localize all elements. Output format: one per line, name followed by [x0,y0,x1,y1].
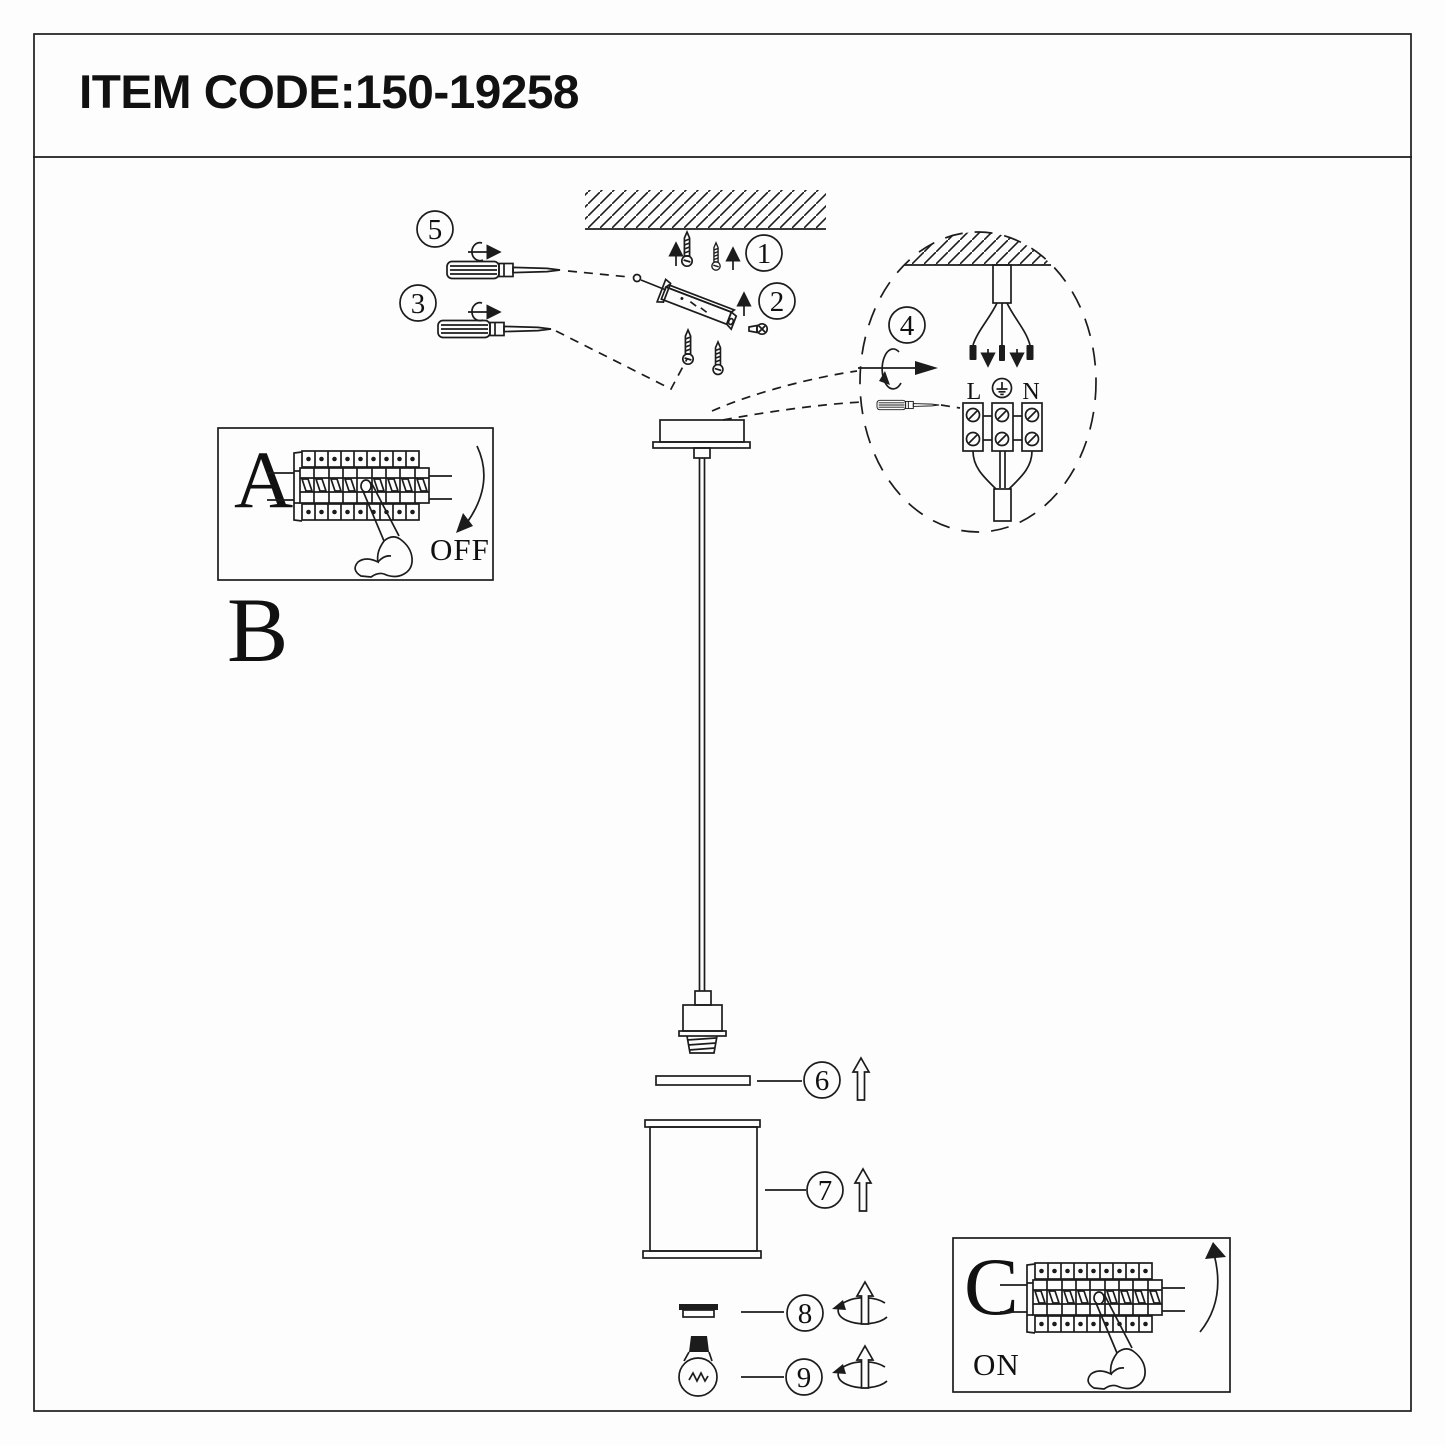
box-c-label: C [964,1241,1019,1332]
step-7-badge: 7 [806,1171,844,1209]
up-arrow-icon [852,1057,870,1101]
wiring-detail-bubble: L N [858,231,1097,533]
step-5-badge: 5 [416,210,454,248]
step-number: 6 [815,1065,830,1097]
terminal-label-live: L [967,379,982,405]
off-label: OFF [430,532,490,567]
step-8-badge: 8 [786,1294,824,1332]
on-label: ON [973,1347,1020,1382]
pendant-canopy [652,419,751,459]
terminal-label-neutral: N [1022,379,1039,405]
terminal-screws [965,407,1040,447]
step-3-badge: 3 [399,284,437,322]
step-number: 4 [900,310,915,342]
small-screwdriver [876,399,961,411]
detail-pointer-curves [711,370,863,421]
step-2-badge: 2 [758,282,796,320]
rotate-up-icon [832,1282,887,1324]
breaker-on-box: C ON [952,1237,1231,1393]
screwdriver-5 [446,243,561,280]
screwdriver-3 [437,303,552,339]
step-1-badge: 1 [745,234,783,272]
page-border [33,33,1412,1412]
step-number: 7 [818,1175,833,1207]
twist-arrow-icon [468,243,500,261]
step-6-badge: 6 [803,1061,841,1099]
terminal-block [962,402,1043,452]
wire-end [999,345,1005,361]
breaker-panel [266,450,453,578]
step-number: 9 [797,1362,812,1394]
breaker-off-box: A OFF [217,427,494,581]
wire-end [969,345,977,360]
shade-ring-part: 6 [655,1057,870,1101]
wire-end [1026,345,1034,360]
side-screw [748,322,769,336]
step-number: 5 [428,214,443,246]
step-9-badge: 9 [785,1358,823,1396]
mounting-bracket [655,277,738,331]
section-b-label: B [227,579,288,681]
box-a-label: A [234,434,293,525]
header: ITEM CODE:150-19258 [33,65,1412,158]
up-arrow-icon [854,1168,872,1212]
step-4-badge: 4 [888,306,926,344]
step-number: 8 [798,1298,813,1330]
leader-lines [555,270,688,391]
earth-icon [991,377,1013,399]
pendant-cord [698,458,706,991]
breaker-panel [999,1262,1186,1390]
bulb-part: 9 [678,1336,887,1397]
on-direction-arrow [1199,1253,1219,1333]
lamp-socket [678,990,727,1054]
retaining-ring-part: 8 [679,1282,887,1332]
off-direction-arrow [465,445,485,525]
step-number: 1 [757,238,772,270]
mesh-shade-part: 7 [642,1119,872,1259]
mounting-screws [668,231,752,376]
ceiling-hatch [585,190,826,230]
twist-arrow-icon [468,303,500,321]
step-number: 3 [411,288,426,320]
rotate-up-icon [832,1346,887,1388]
step-number: 2 [770,286,785,318]
filament [688,1371,709,1383]
rotate-arrow-icon [858,348,938,390]
item-code-title: ITEM CODE:150-19258 [79,65,579,118]
mains-cable [992,264,1012,304]
